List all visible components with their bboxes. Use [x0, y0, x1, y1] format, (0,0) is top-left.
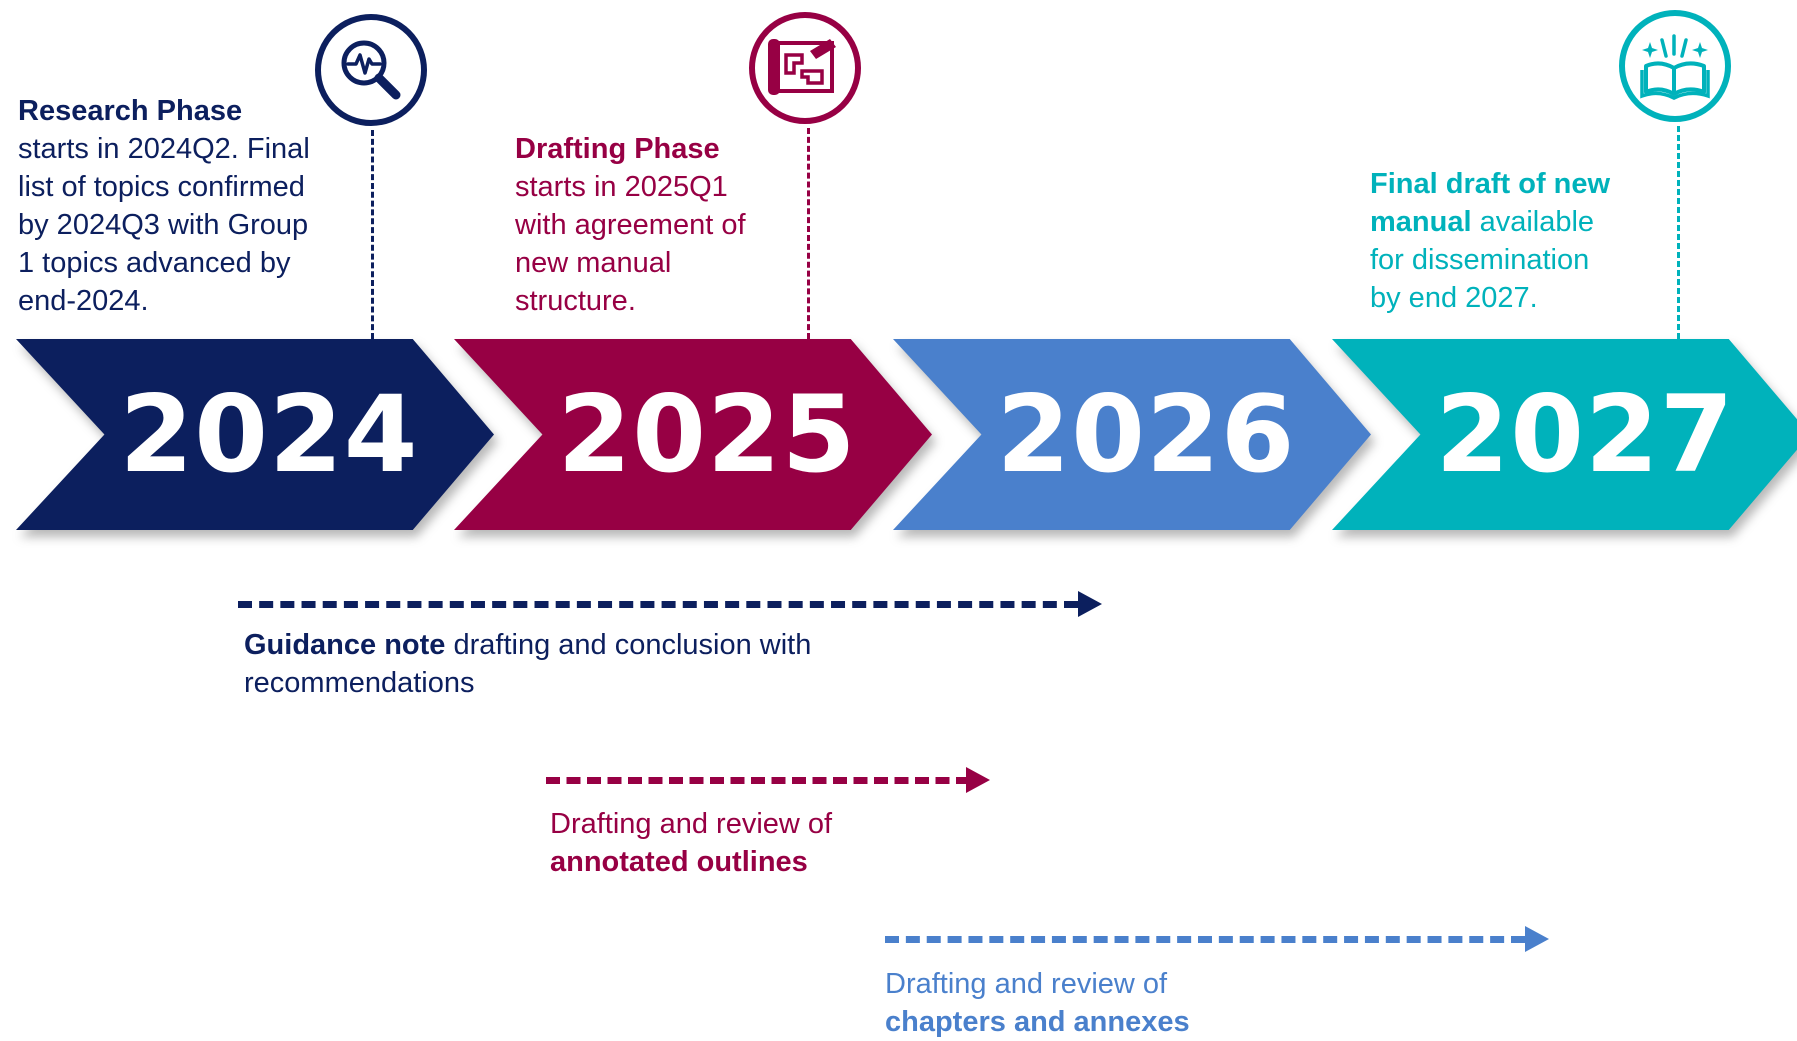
year-label: 2025: [557, 373, 857, 496]
drafting-line: starts in 2025Q1: [515, 171, 728, 203]
open-book-sparkle-icon: [1640, 34, 1710, 100]
guidance-track-arrow: [238, 601, 1078, 608]
guidance-arrowhead: [1078, 591, 1102, 617]
outlines-track-text: Drafting and review of annotated outline…: [550, 805, 832, 881]
drafting-icon-circle: [749, 12, 861, 124]
outlines-title: annotated outlines: [550, 846, 808, 878]
research-line: by 2024Q3 with Group: [18, 209, 309, 241]
year-label: 2026: [996, 373, 1296, 496]
outlines-arrowhead: [966, 767, 990, 793]
drafting-line: new manual: [515, 247, 672, 279]
outlines-line: Drafting and review of: [550, 808, 833, 840]
research-connector: [371, 130, 374, 339]
year-chevron-2024: 2024: [16, 339, 494, 530]
final-line: for dissemination: [1370, 244, 1590, 276]
year-chevron-2025: 2025: [454, 339, 932, 530]
year-chevron-2026: 2026: [893, 339, 1371, 530]
year-label: 2027: [1435, 373, 1735, 496]
chapters-track-text: Drafting and review of chapters and anne…: [885, 965, 1190, 1041]
magnifier-pulse-icon: [341, 40, 401, 100]
drafting-line: structure.: [515, 285, 636, 317]
final-line: by end 2027.: [1370, 282, 1538, 314]
year-label: 2024: [119, 373, 419, 496]
guidance-line: recommendations: [244, 667, 475, 699]
outlines-track-arrow: [546, 777, 970, 784]
drafting-connector: [807, 128, 810, 339]
guidance-title: Guidance note: [244, 629, 446, 661]
final-milestone-text: Final draft of new manual available for …: [1370, 165, 1610, 317]
research-title: Research Phase: [18, 95, 243, 127]
chapters-title: chapters and annexes: [885, 1006, 1190, 1038]
drafting-line: with agreement of: [515, 209, 746, 241]
guidance-line: drafting and conclusion with: [445, 629, 812, 661]
drafting-title: Drafting Phase: [515, 133, 720, 165]
final-line: available: [1471, 206, 1595, 238]
research-line: starts in 2024Q2. Final: [18, 133, 310, 165]
final-connector: [1677, 126, 1680, 339]
final-title: Final draft of new: [1370, 168, 1611, 200]
research-line: list of topics confirmed: [18, 171, 305, 203]
final-icon-circle: [1619, 10, 1731, 122]
research-milestone-text: Research Phase starts in 2024Q2. Final l…: [18, 92, 310, 320]
guidance-track-text: Guidance note drafting and conclusion wi…: [244, 626, 811, 702]
research-line: end-2024.: [18, 285, 149, 317]
research-line: 1 topics advanced by: [18, 247, 291, 279]
blueprint-pencil-icon: [768, 39, 836, 95]
research-icon-circle: [315, 14, 427, 126]
year-chevron-2027: 2027: [1332, 339, 1797, 530]
chapters-arrowhead: [1525, 926, 1549, 952]
final-title-cont: manual: [1370, 206, 1472, 238]
drafting-milestone-text: Drafting Phase starts in 2025Q1 with agr…: [515, 130, 746, 320]
chapters-line: Drafting and review of: [885, 968, 1168, 1000]
chapters-track-arrow: [885, 936, 1525, 943]
